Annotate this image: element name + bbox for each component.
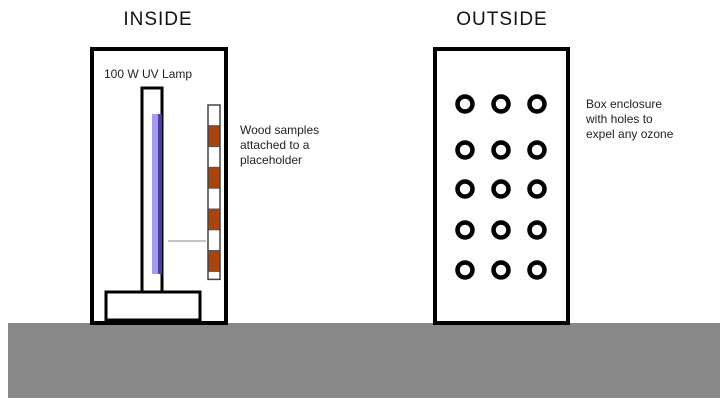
outside-title: OUTSIDE — [456, 9, 547, 30]
uv-light-beam — [152, 114, 161, 274]
wood-sample-holder — [207, 104, 221, 281]
ventilation-hole — [527, 94, 547, 114]
ventilation-hole — [491, 179, 511, 199]
ventilation-hole — [455, 140, 475, 160]
holder-gap — [207, 187, 221, 210]
enclosure-label: Box enclosure with holes to expel any oz… — [585, 97, 674, 141]
ventilation-hole — [455, 179, 475, 199]
ventilation-hole — [491, 260, 511, 280]
inside-title: INSIDE — [123, 9, 192, 30]
enclosure-label-line: expel any ozone — [586, 127, 674, 141]
lamp-label: 100 W UV Lamp — [104, 67, 192, 81]
ventilation-hole — [527, 220, 547, 240]
ground-surface — [8, 323, 720, 398]
wood-sample — [207, 125, 221, 148]
uv-light-edge — [158, 114, 162, 274]
ventilation-hole — [455, 94, 475, 114]
ventilation-hole — [455, 260, 475, 280]
wood-sample — [207, 250, 221, 272]
holder-gap — [207, 270, 221, 280]
samples-label: Wood samples attached to a placeholder — [240, 123, 323, 167]
wood-sample — [207, 166, 221, 189]
holder-gap — [207, 146, 221, 168]
enclosure-label-line: Box enclosure — [586, 97, 662, 111]
enclosure-label-line: with holes to — [585, 112, 653, 126]
holder-outline — [207, 104, 221, 281]
ventilation-hole — [491, 220, 511, 240]
ventilation-hole — [527, 179, 547, 199]
ventilation-hole — [491, 140, 511, 160]
samples-label-line: Wood samples — [240, 123, 319, 137]
ventilation-hole — [527, 140, 547, 160]
wood-sample — [207, 208, 221, 231]
ventilation-hole — [491, 94, 511, 114]
holder-gap — [207, 104, 221, 127]
samples-label-line: attached to a — [240, 138, 310, 152]
holder-gap — [207, 229, 221, 252]
ventilation-hole — [455, 220, 475, 240]
lamp-base — [104, 290, 202, 322]
samples-label-line: placeholder — [240, 153, 302, 167]
ventilation-holes — [455, 94, 547, 280]
ventilation-hole — [527, 260, 547, 280]
